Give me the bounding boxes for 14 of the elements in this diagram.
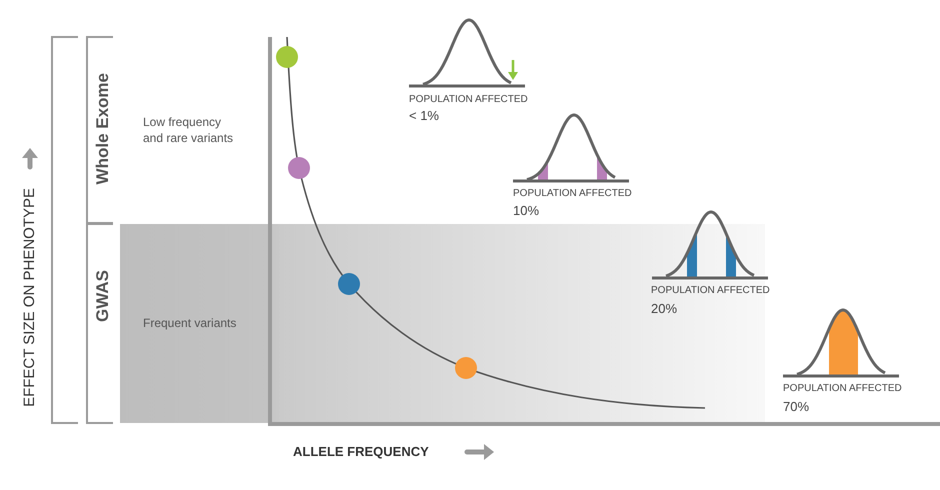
region-label: Low frequency and rare variants <box>143 115 234 146</box>
curve-caption: POPULATION AFFECTED <box>783 383 902 395</box>
percentage-value: 20% <box>651 301 678 317</box>
band-label: Whole Exome <box>93 72 113 184</box>
curve-caption: POPULATION AFFECTED <box>409 94 528 106</box>
band-label: GWAS <box>93 270 113 322</box>
curve-caption: POPULATION AFFECTED <box>513 188 632 200</box>
axis-title: EFFECT SIZE ON PHENOTYPE <box>21 188 39 406</box>
percentage-value: < 1% <box>409 108 439 124</box>
percentage-value: 10% <box>513 203 540 219</box>
region-label: Frequent variants <box>143 316 236 330</box>
percentage-value: 70% <box>783 399 810 415</box>
curve-caption: POPULATION AFFECTED <box>651 285 770 297</box>
axis-title: ALLELE FREQUENCY <box>293 444 429 460</box>
